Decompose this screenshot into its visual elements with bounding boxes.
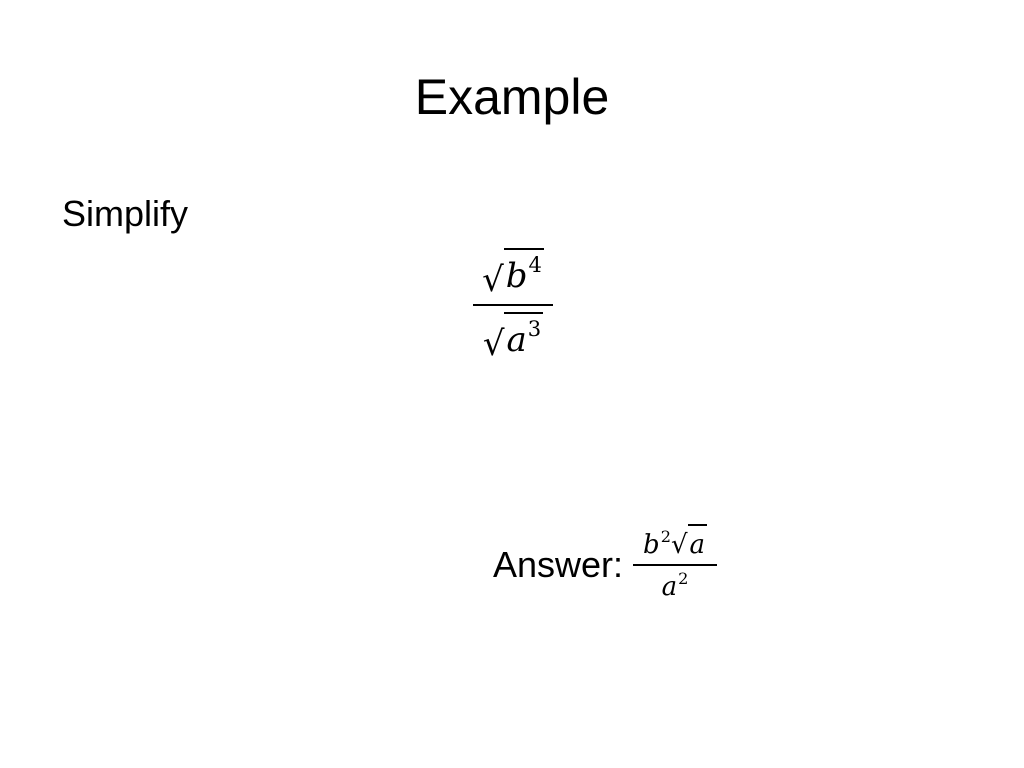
answer-numerator: b2√a	[643, 524, 708, 564]
answer-coef-exponent: 2	[660, 526, 671, 546]
answer-radical: √a	[670, 524, 708, 564]
answer-denominator: a2	[662, 568, 689, 606]
fraction-bar	[473, 304, 553, 306]
radical-sign-icon: √	[482, 324, 505, 364]
denominator-exponent: 3	[527, 316, 542, 342]
denominator-radicand: a3	[504, 312, 544, 370]
problem-numerator: √b4	[470, 248, 556, 300]
denominator-base: a	[506, 320, 527, 360]
answer-denominator-exponent: 2	[678, 568, 689, 588]
numerator-radicand: b4	[503, 248, 544, 306]
slide-title: Example	[414, 69, 610, 125]
problem-fraction: √b4 √a3	[470, 248, 556, 364]
answer-label: Answer:	[493, 544, 624, 585]
answer-block: Answer: b2√a a2	[493, 520, 718, 610]
numerator-exponent: 4	[528, 252, 542, 278]
problem-denominator: √a3	[470, 312, 556, 364]
prompt-text: Simplify	[62, 193, 189, 234]
answer-fraction: b2√a a2	[633, 524, 718, 606]
answer-coef-base: b	[643, 530, 660, 560]
radical-sign-icon: √	[482, 260, 504, 300]
numerator-base: b	[505, 256, 528, 296]
numerator-radical: √b4	[482, 248, 544, 306]
radical-sign-icon: √	[670, 530, 688, 560]
denominator-radical: √a3	[482, 312, 544, 370]
answer-denominator-base: a	[661, 572, 678, 602]
answer-radicand: a	[687, 524, 708, 564]
answer-fraction-bar	[633, 564, 718, 566]
